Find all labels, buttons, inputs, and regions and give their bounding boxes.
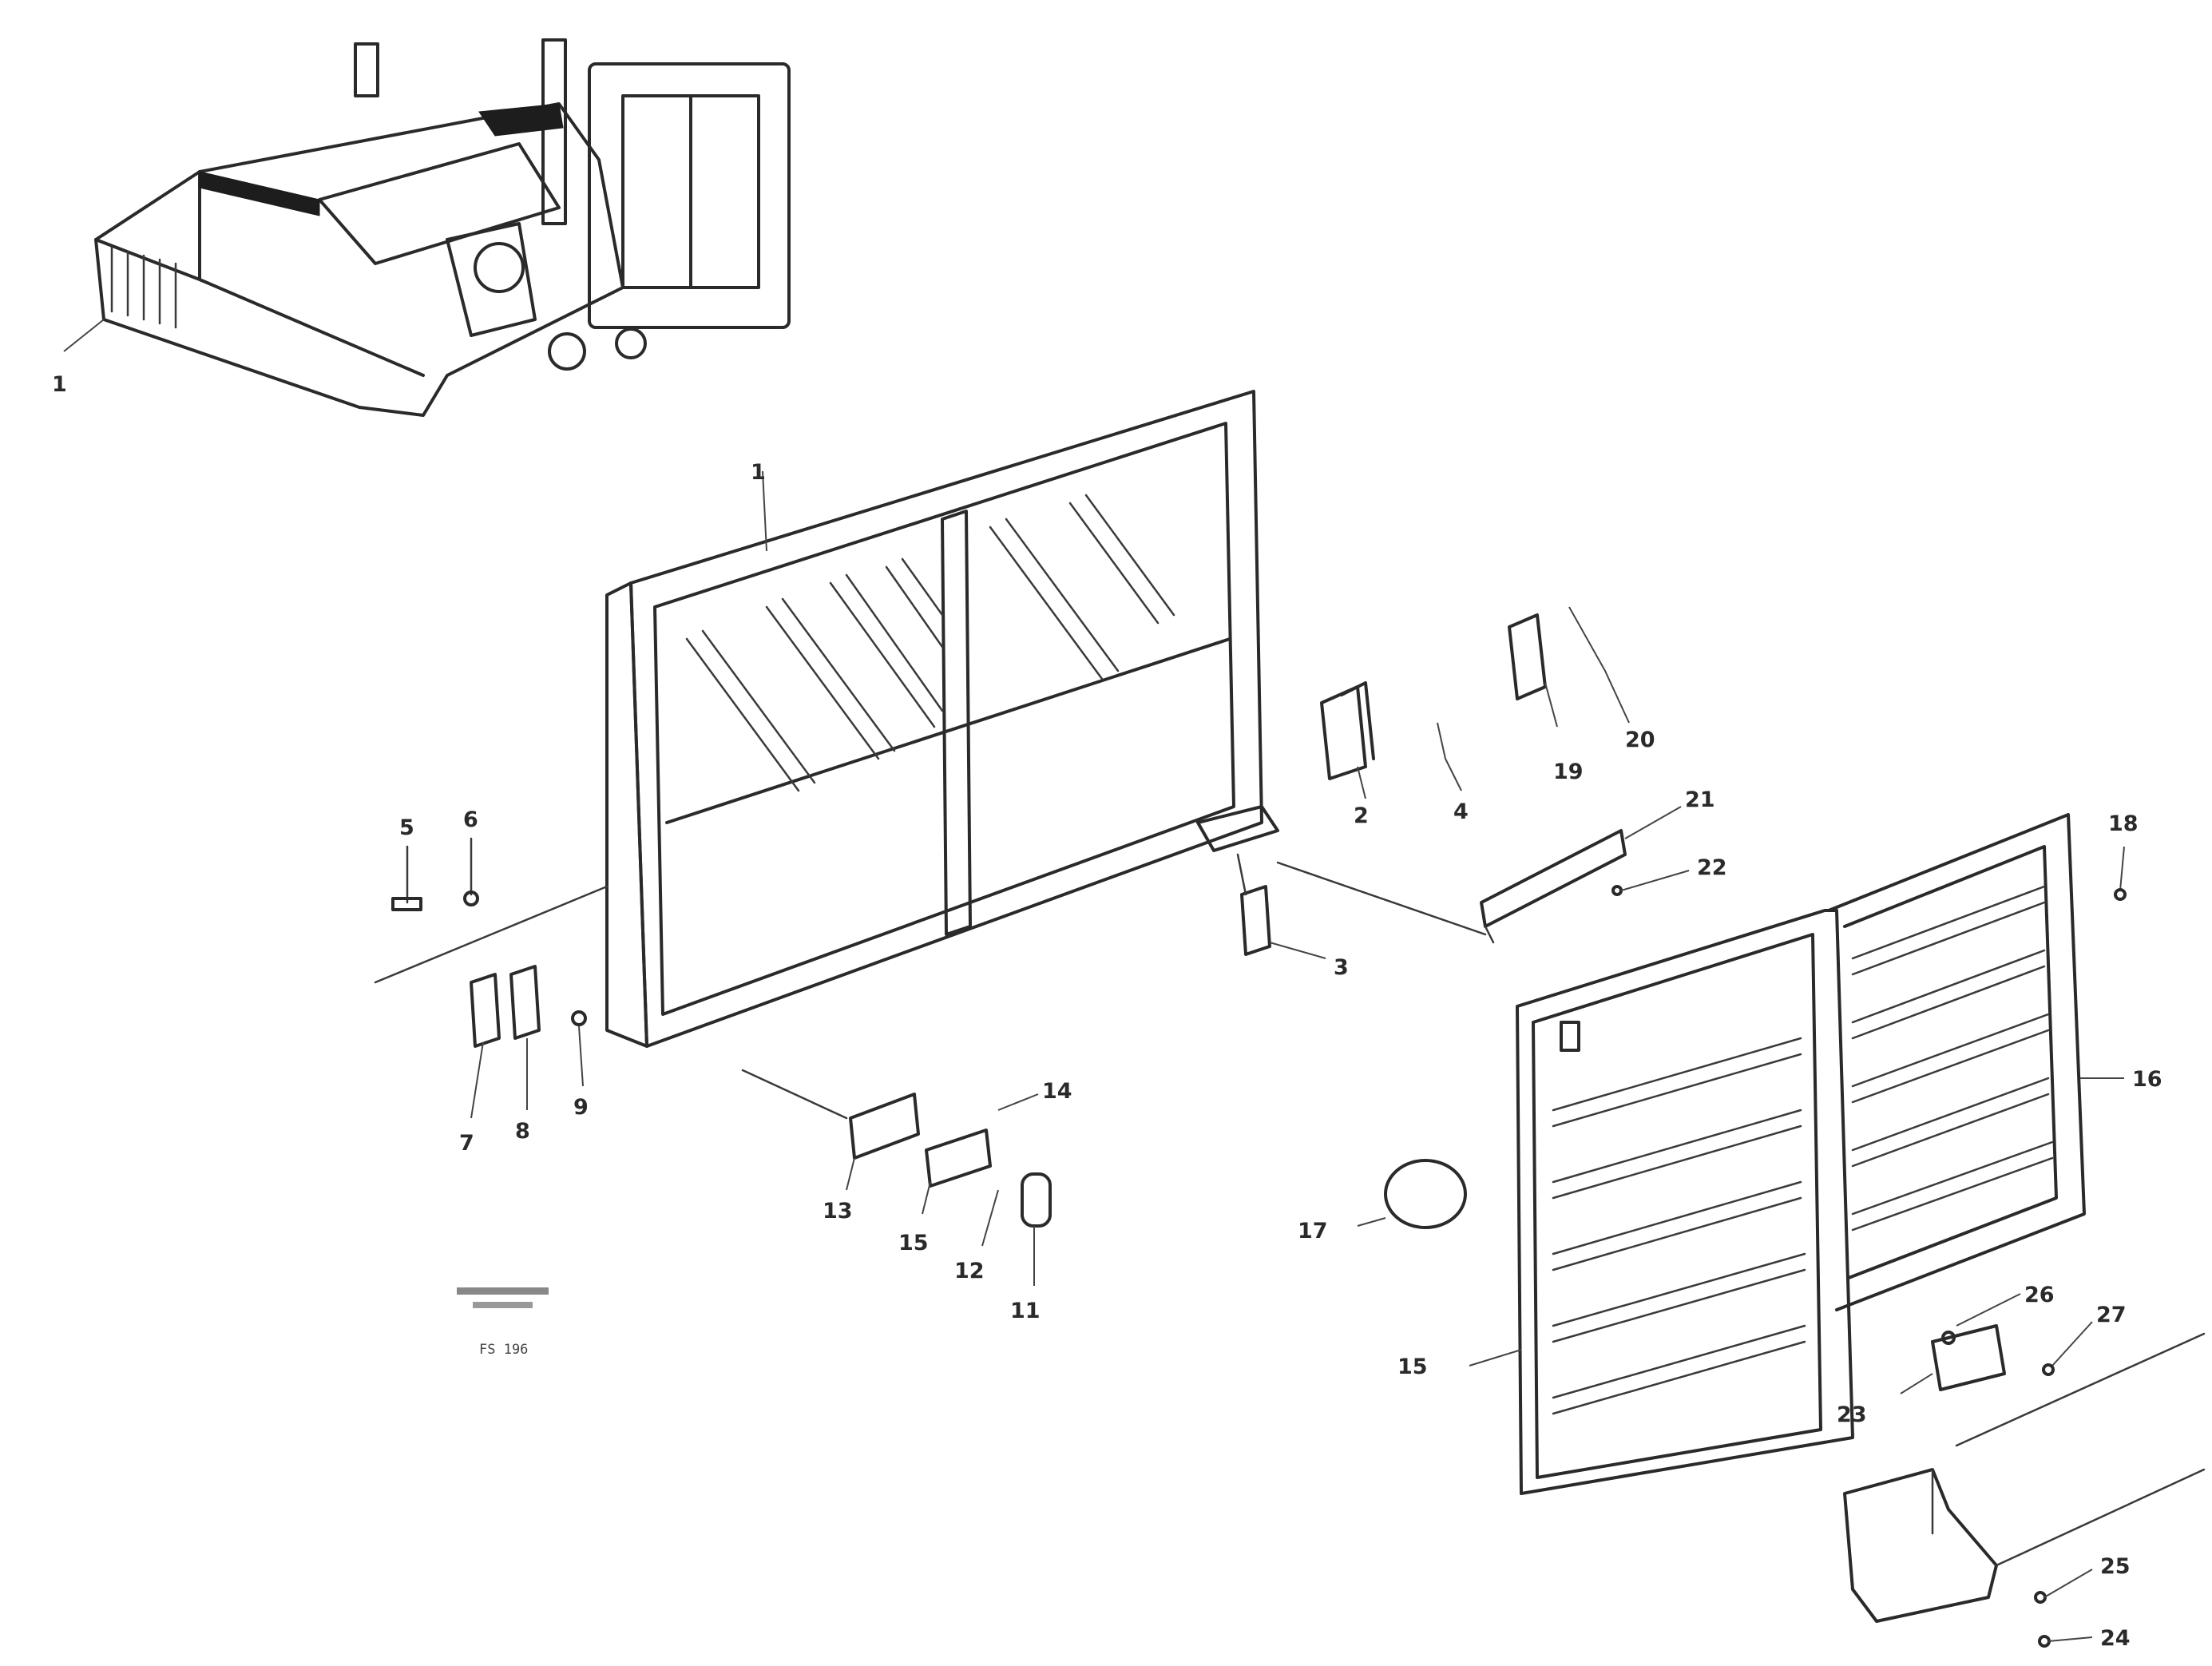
callout-14: 14 [1042,1079,1072,1104]
callout-2: 2 [1354,803,1369,828]
reference-line-1 [457,1287,549,1295]
callout-13: 13 [823,1199,853,1224]
main-frame [605,390,1279,1048]
callout-25: 25 [2100,1554,2131,1579]
part-19-20 [1508,606,1630,728]
drawing-reference: FS 196 [457,1287,549,1358]
part-2-3-4 [1236,681,1487,959]
callout-24: 24 [2100,1626,2131,1651]
callout-15-panel: 15 [1397,1355,1428,1379]
callout-9: 9 [573,1095,589,1120]
part-23-to-27 [1843,1293,2206,1648]
callout-labels: 1 1 2 3 4 5 6 7 8 9 11 12 13 14 15 15 16… [52,372,2162,1651]
callout-26: 26 [2024,1283,2055,1307]
reference-code: FS 196 [479,1342,528,1358]
callout-1-overview: 1 [52,372,67,397]
callout-1-frame: 1 [751,460,766,485]
part-5-to-9 [374,837,608,1119]
callout-5: 5 [399,815,414,840]
callout-3: 3 [1334,955,1349,980]
callout-6: 6 [463,807,478,832]
callout-4: 4 [1453,799,1469,824]
callout-22: 22 [1697,855,1727,880]
part-17 [1357,1159,1467,1229]
callout-12: 12 [954,1259,985,1283]
callout-20: 20 [1625,728,1655,752]
callout-18: 18 [2108,811,2139,836]
callout-11: 11 [1010,1299,1041,1323]
machine-overview [63,38,791,417]
callout-15-left: 15 [898,1231,929,1255]
callout-27: 27 [2096,1303,2127,1327]
callout-23: 23 [1837,1402,1867,1427]
part-21-22 [1480,806,1690,944]
callout-21: 21 [1685,787,1715,812]
callout-8: 8 [515,1119,530,1144]
right-panel [1469,813,2127,1495]
reference-line-2 [473,1302,533,1308]
callout-7: 7 [459,1131,474,1156]
callout-19: 19 [1553,760,1584,784]
callout-16: 16 [2132,1067,2162,1092]
part-10-to-14 [741,1069,1052,1286]
callout-17: 17 [1298,1219,1328,1244]
